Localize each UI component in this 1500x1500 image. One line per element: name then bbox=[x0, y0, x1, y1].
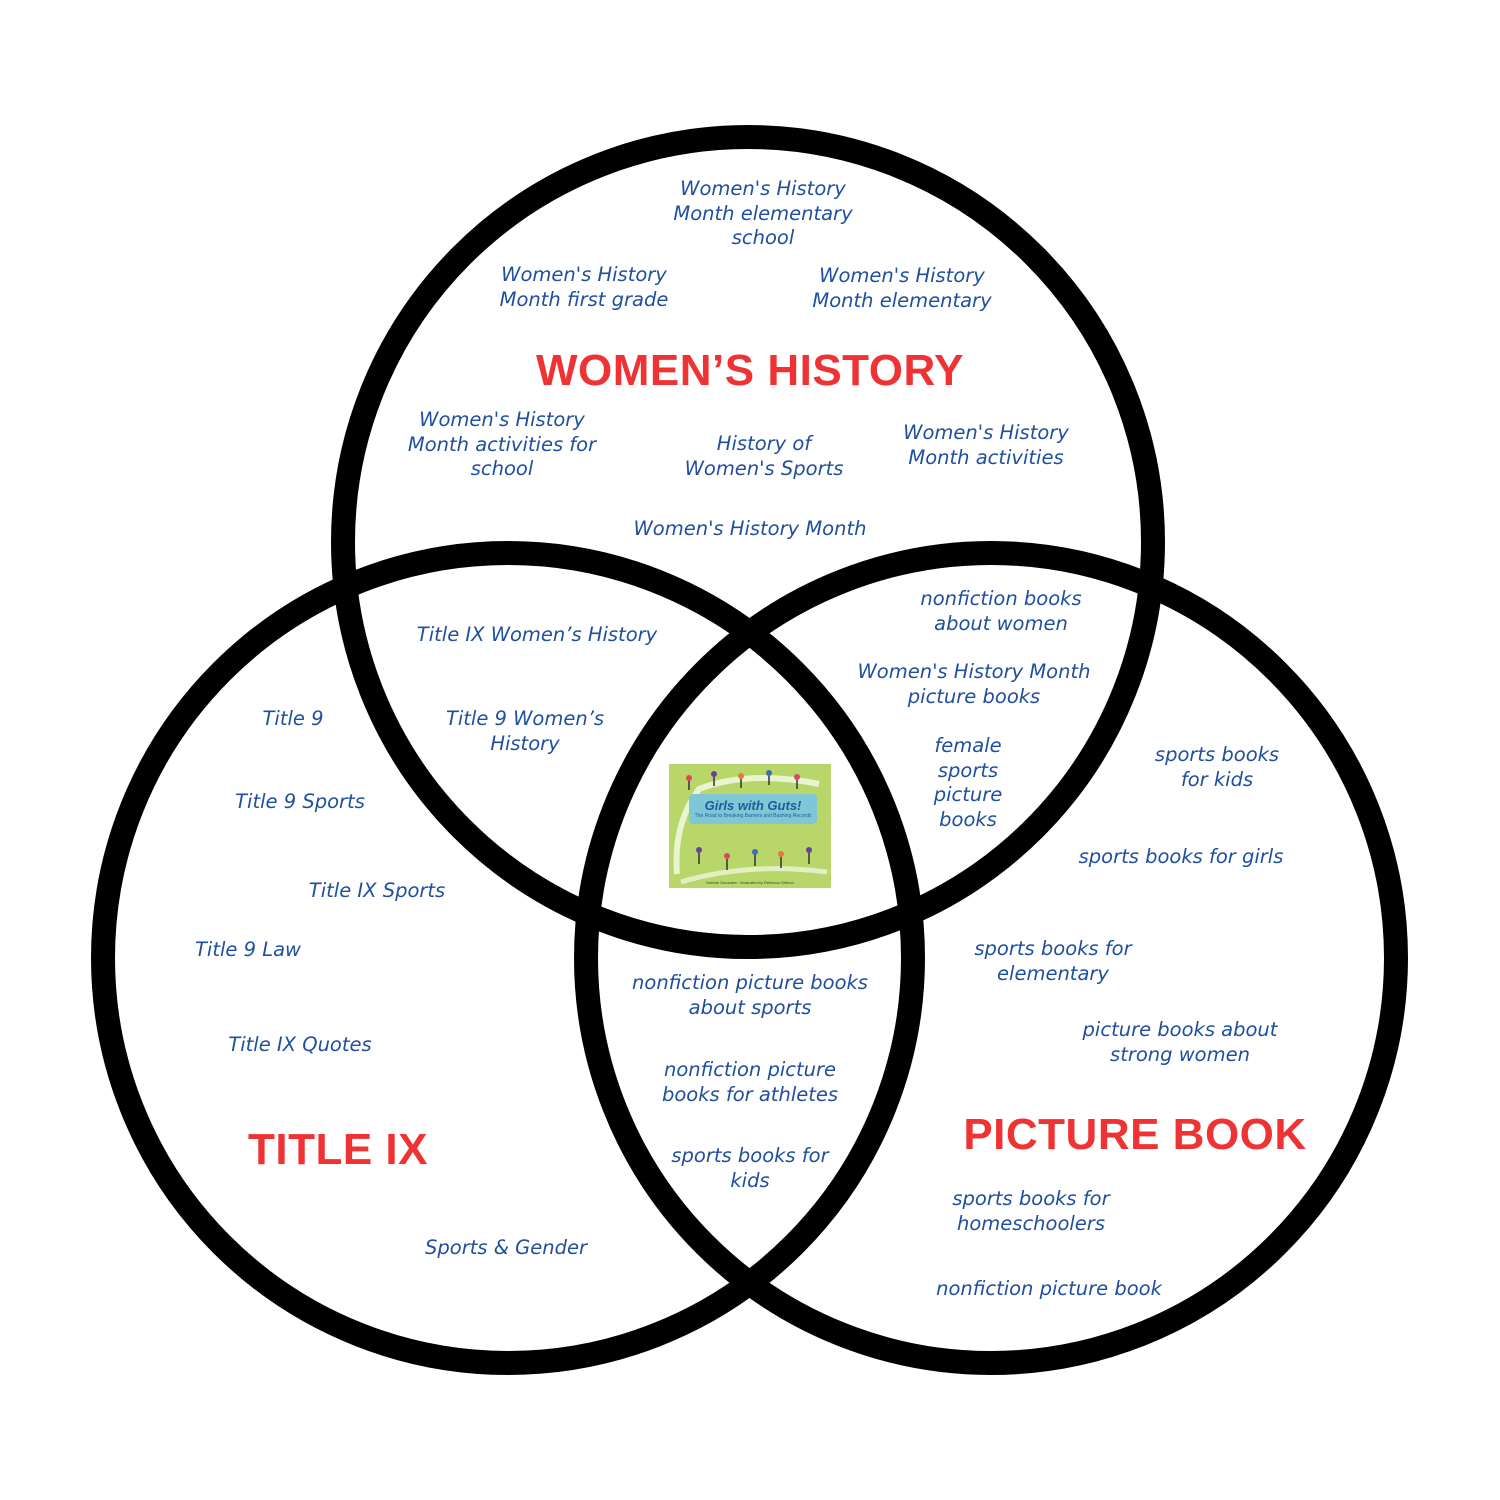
keyword-title-ix-quotes: Title IX Quotes bbox=[228, 1033, 372, 1056]
keyword-nonfiction-picture-book: nonfiction picture book bbox=[936, 1277, 1162, 1300]
keyword-wh-first-grade: Women's History Month first grade bbox=[499, 263, 669, 311]
keyword-wh-elementary: Women's History Month elementary bbox=[812, 264, 992, 312]
keyword-sports-books-for-girls: sports books for girls bbox=[1078, 845, 1284, 868]
book-cover-subtitle: The Road to Breaking Barriers and Bashin… bbox=[694, 813, 812, 819]
book-cover-title: Girls with Guts! bbox=[704, 798, 802, 813]
keyword-nonfiction-picture-books-sports: nonfiction picture books about sports bbox=[632, 971, 868, 1019]
keyword-history-womens-sports: History of Women's Sports bbox=[684, 432, 844, 480]
keyword-nonfiction-picture-books-athletes: nonfiction picture books for athletes bbox=[661, 1058, 839, 1106]
keyword-sports-books-for-kids: sports books for kids bbox=[1154, 743, 1280, 791]
circle-womens-history bbox=[331, 125, 1165, 959]
keyword-sports-books-elementary: sports books for elementary bbox=[974, 937, 1132, 985]
keyword-wh-month: Women's History Month bbox=[633, 517, 867, 540]
keyword-title-ix-womens-history: Title IX Women’s History bbox=[416, 623, 658, 646]
keyword-picture-books-strong-women: picture books about strong women bbox=[1082, 1018, 1278, 1066]
keyword-sports-books-kids-center: sports books for kids bbox=[671, 1144, 829, 1192]
book-cover-image: Girls with Guts! The Road to Breaking Ba… bbox=[669, 764, 831, 888]
keyword-title-9-womens-history: Title 9 Women’s History bbox=[445, 707, 605, 755]
book-cover-art bbox=[673, 770, 828, 885]
keyword-sports-gender: Sports & Gender bbox=[425, 1236, 587, 1259]
keyword-title-ix-sports: Title IX Sports bbox=[308, 879, 446, 902]
keyword-title-9: Title 9 bbox=[262, 707, 324, 730]
keyword-nonfiction-books-women: nonfiction books about women bbox=[920, 587, 1082, 635]
title-picture-book: PICTURE BOOK bbox=[963, 1110, 1307, 1159]
circle-title-ix bbox=[91, 541, 925, 1375]
keyword-wh-activities: Women's History Month activities bbox=[903, 421, 1069, 469]
circle-picture-book bbox=[574, 541, 1408, 1375]
keyword-female-sports-picture-books: female sports picture books bbox=[933, 734, 1003, 831]
title-womens-history: WOMEN’S HISTORY bbox=[536, 346, 964, 395]
keyword-sports-books-homeschoolers: sports books for homeschoolers bbox=[952, 1187, 1110, 1235]
keyword-title-9-sports: Title 9 Sports bbox=[235, 790, 365, 813]
keyword-wh-elementary-school: Women's History Month elementary school bbox=[673, 177, 853, 249]
keyword-title-9-law: Title 9 Law bbox=[195, 938, 301, 961]
book-cover-banner: Girls with Guts! The Road to Breaking Ba… bbox=[689, 794, 817, 824]
keyword-wh-month-picture-books: Women's History Month picture books bbox=[857, 660, 1091, 708]
keyword-wh-activities-school: Women's History Month activities for sch… bbox=[407, 408, 597, 480]
title-title-ix: TITLE IX bbox=[248, 1125, 428, 1174]
book-cover-credits: Debbie Gonzales · illustrated by Rebecca… bbox=[706, 880, 794, 885]
